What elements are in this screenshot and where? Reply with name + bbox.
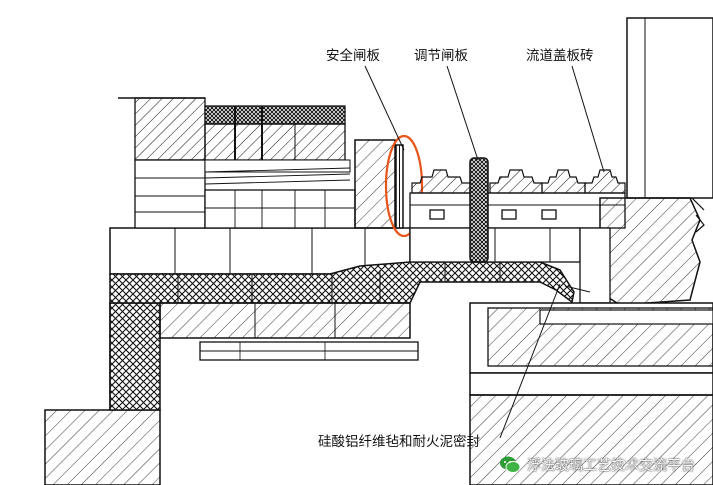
adjust-gate [469,157,489,263]
base-block-left [44,409,161,485]
label-cover-brick: 流道盖板砖 [526,48,594,64]
right-wall [579,17,713,306]
watermark-text: 浮法玻璃工艺技术交流平台 [527,458,695,474]
label-safety-gate: 安全闸板 [326,48,380,64]
leader-lines [364,65,605,439]
safety-gate-block [354,139,404,229]
cover-bricks [411,169,626,194]
wechat-icon [500,456,521,473]
upper-wall [118,97,356,229]
tin-bath [469,302,713,485]
support-bricks [159,302,419,361]
insulation-column [109,302,161,411]
canal-cover [409,192,626,263]
insulation-band [109,261,575,304]
label-adjust-gate: 调节闸板 [414,48,468,64]
watermark: 浮法玻璃工艺技术交流平台 [499,455,695,475]
label-seal: 硅酸铝纤维毡和耐火泥密封 [318,434,480,450]
